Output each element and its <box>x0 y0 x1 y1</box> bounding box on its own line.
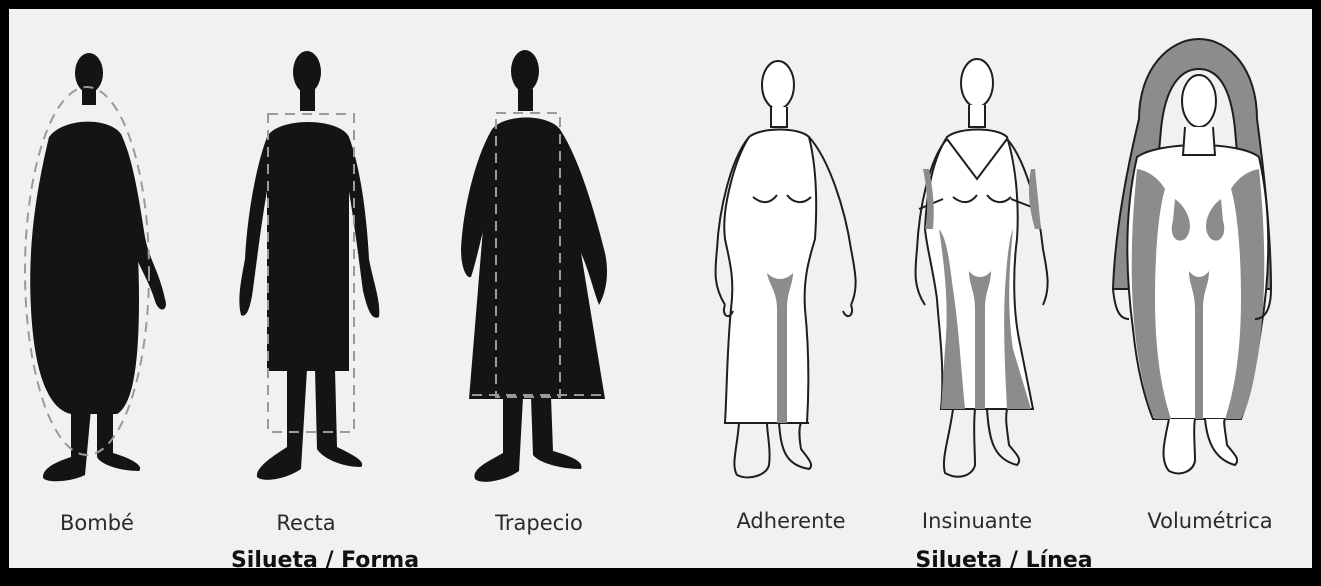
label-insinuante: Insinuante <box>922 509 1032 533</box>
figure-trapecio <box>461 50 607 482</box>
figure-volumetrica <box>1113 39 1271 473</box>
label-adherente: Adherente <box>736 509 845 533</box>
group-label-forma: Silueta / Forma <box>231 548 419 573</box>
figure-bombe <box>30 53 166 481</box>
group-label-linea: Silueta / Línea <box>915 548 1092 573</box>
figure-recta <box>239 51 379 480</box>
label-recta: Recta <box>276 511 335 535</box>
label-trapecio: Trapecio <box>495 511 583 535</box>
label-volumetrica: Volumétrica <box>1147 509 1272 533</box>
figure-insinuante <box>915 59 1047 477</box>
silhouettes-illustration <box>9 9 1321 586</box>
label-bombe: Bombé <box>60 511 134 535</box>
